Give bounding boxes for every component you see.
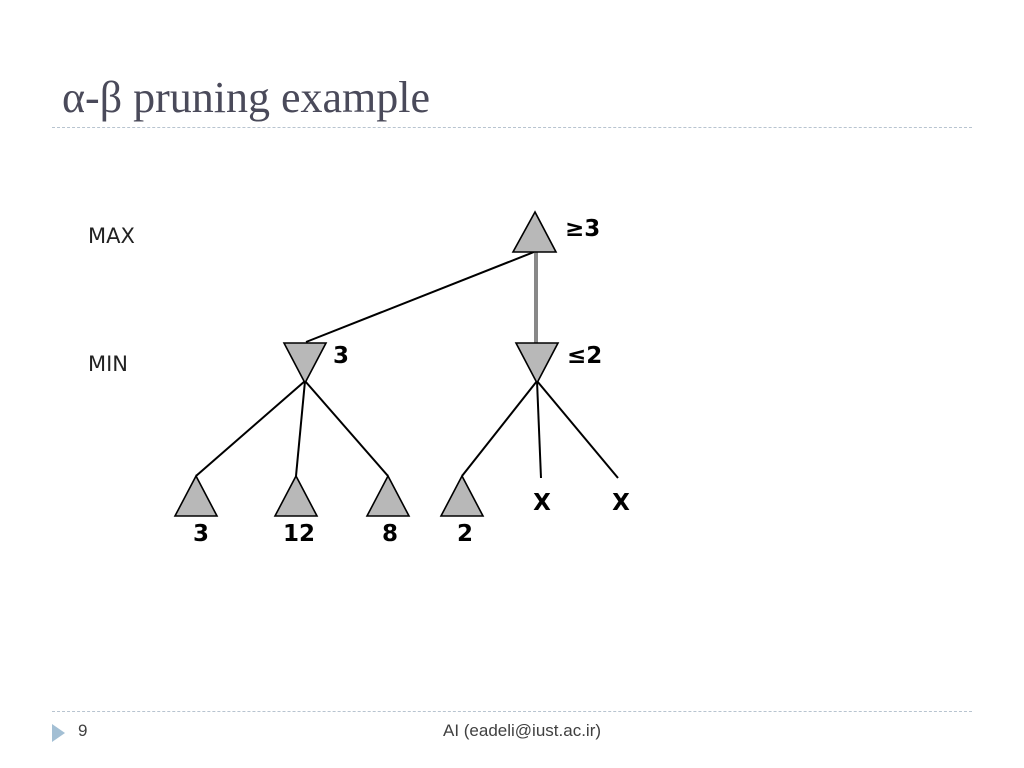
edge-min-right-to-leaf-4	[461, 380, 538, 477]
max-root-node	[511, 210, 558, 253]
leaf-node-4	[439, 474, 485, 517]
edge-root-to-min-left	[305, 251, 535, 343]
edge-min-right-to-pruned-1	[536, 380, 542, 479]
edge-min-left-to-leaf-2	[295, 380, 306, 477]
edge-min-left-to-leaf-1	[195, 380, 306, 477]
pruned-leaf-2-mark: X	[612, 490, 630, 516]
min-node-left	[282, 342, 328, 385]
title-divider	[52, 127, 972, 128]
max-level-label: MAX	[88, 224, 135, 248]
min-right-value-label: ≤2	[567, 343, 602, 369]
leaf-2-value: 12	[283, 521, 315, 547]
leaf-1-value: 3	[193, 521, 209, 547]
min-node-right	[514, 342, 560, 385]
slide-title: α-β pruning example	[62, 73, 431, 122]
min-level-label: MIN	[88, 352, 128, 376]
triangle-right-icon	[52, 724, 65, 742]
pruned-leaf-1-mark: X	[533, 490, 551, 516]
edge-min-right-to-pruned-2	[536, 380, 619, 479]
edge-min-left-to-leaf-3	[304, 380, 389, 477]
leaf-4-value: 2	[457, 521, 473, 547]
leaf-node-1	[173, 474, 219, 517]
footer-divider	[52, 711, 972, 712]
page-number: 9	[78, 721, 88, 740]
min-left-value-label: 3	[333, 343, 349, 369]
leaf-3-value: 8	[382, 521, 398, 547]
root-value-label: ≥3	[565, 216, 600, 242]
leaf-node-3	[365, 474, 411, 517]
leaf-node-2	[273, 474, 319, 517]
footer-text: AI (eadeli@iust.ac.ir)	[442, 721, 602, 740]
